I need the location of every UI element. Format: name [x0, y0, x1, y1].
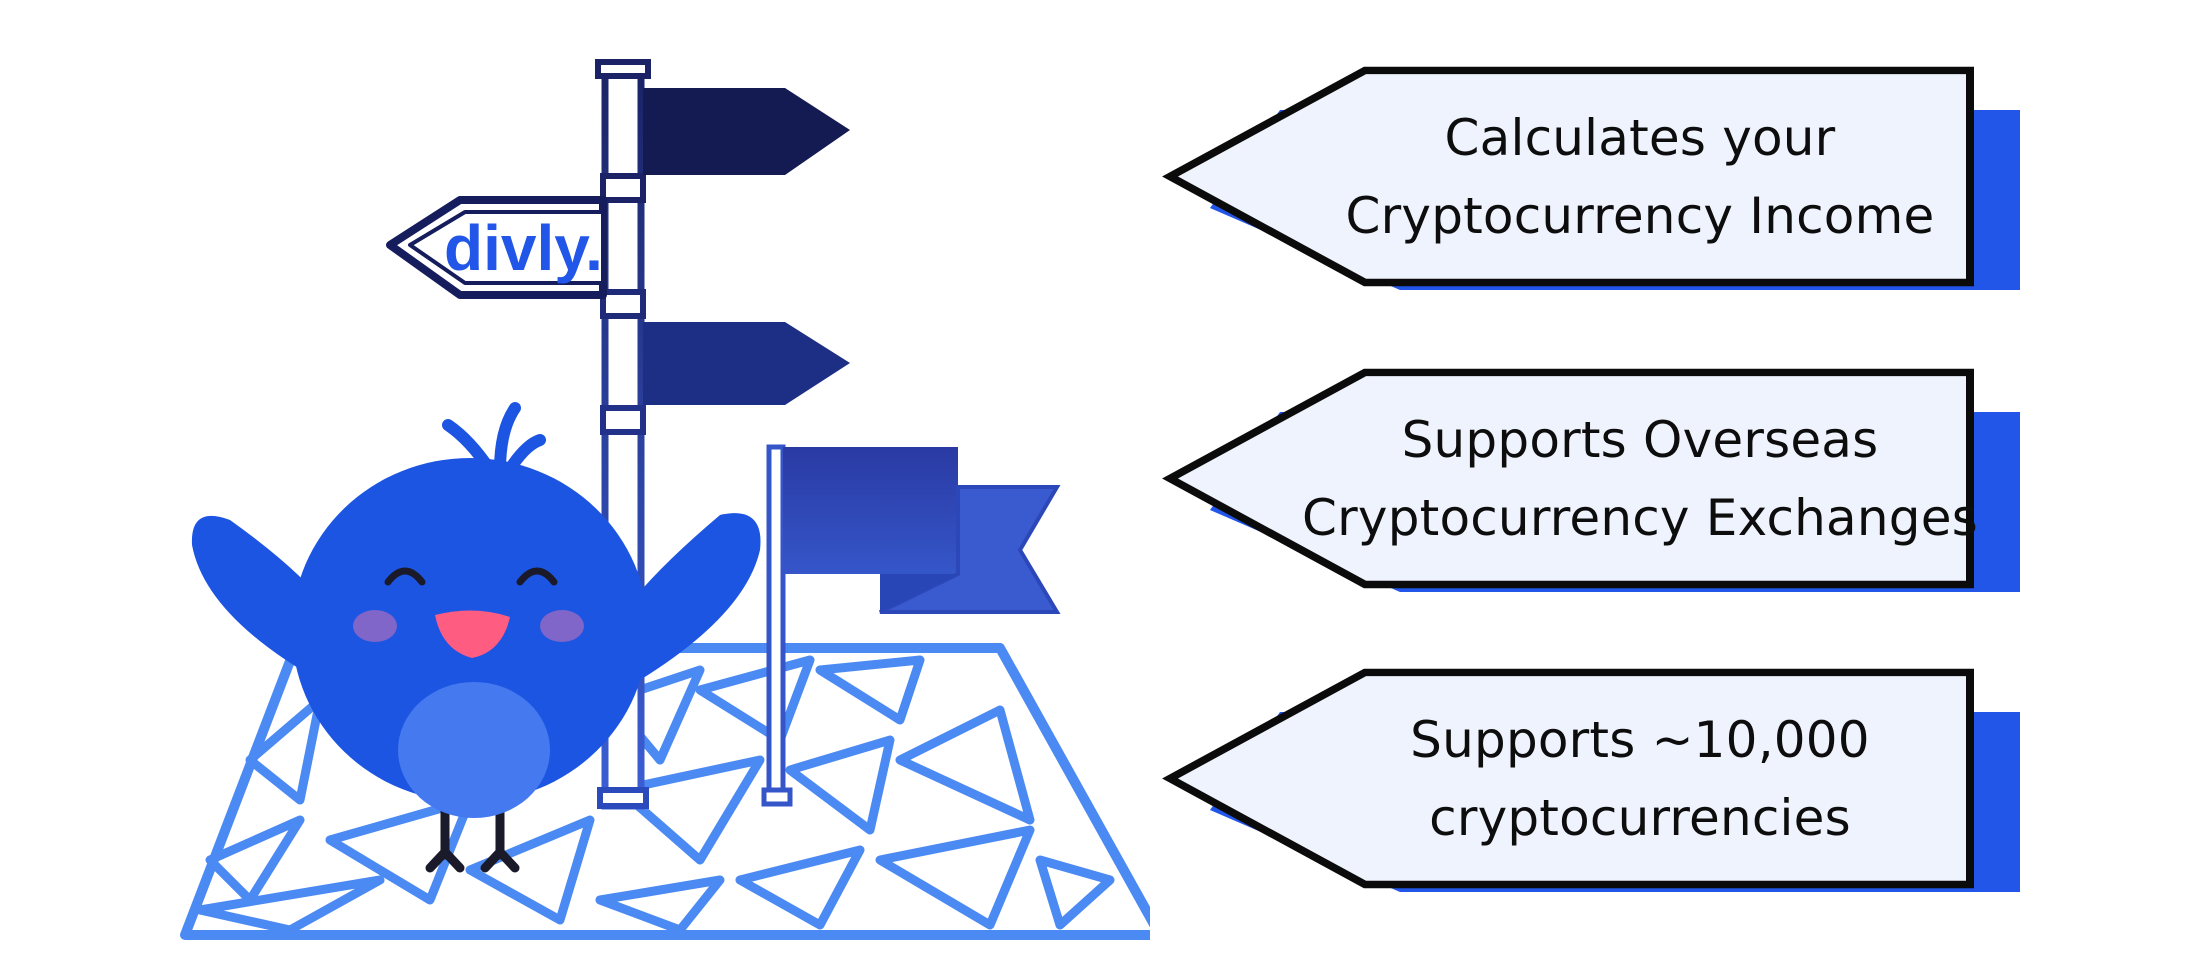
feature-text: Supports ~10,000 cryptocurrencies: [1280, 674, 2000, 884]
feature-item: Calculates your Cryptocurrency Income: [1160, 50, 2030, 290]
feature-line-1: Supports ~10,000: [1410, 711, 1870, 769]
feature-text: Calculates your Cryptocurrency Income: [1280, 72, 2000, 282]
bird-mascot-icon: [191, 402, 761, 873]
feature-line-2: Cryptocurrency Income: [1345, 187, 1935, 245]
illustration: divly.: [180, 59, 1150, 940]
feature-line-2: Cryptocurrency Exchanges: [1302, 489, 1978, 547]
feature-text: Supports Overseas Cryptocurrency Exchang…: [1280, 374, 2000, 584]
feature-arrow-shape: [1162, 668, 2020, 892]
map-icon: [180, 643, 1150, 940]
divly-logo: divly.: [444, 212, 603, 284]
feature-line-1: Supports Overseas: [1401, 411, 1879, 469]
feature-item: Supports ~10,000 cryptocurrencies: [1160, 652, 2030, 892]
flag-icon: [761, 444, 1061, 807]
feature-item: Supports Overseas Cryptocurrency Exchang…: [1160, 352, 2030, 592]
feature-line-2: cryptocurrencies: [1429, 789, 1851, 847]
feature-line-1: Calculates your: [1444, 109, 1836, 167]
feature-arrow-shape: [1162, 368, 2020, 592]
feature-arrow-shape: [1162, 66, 2020, 290]
